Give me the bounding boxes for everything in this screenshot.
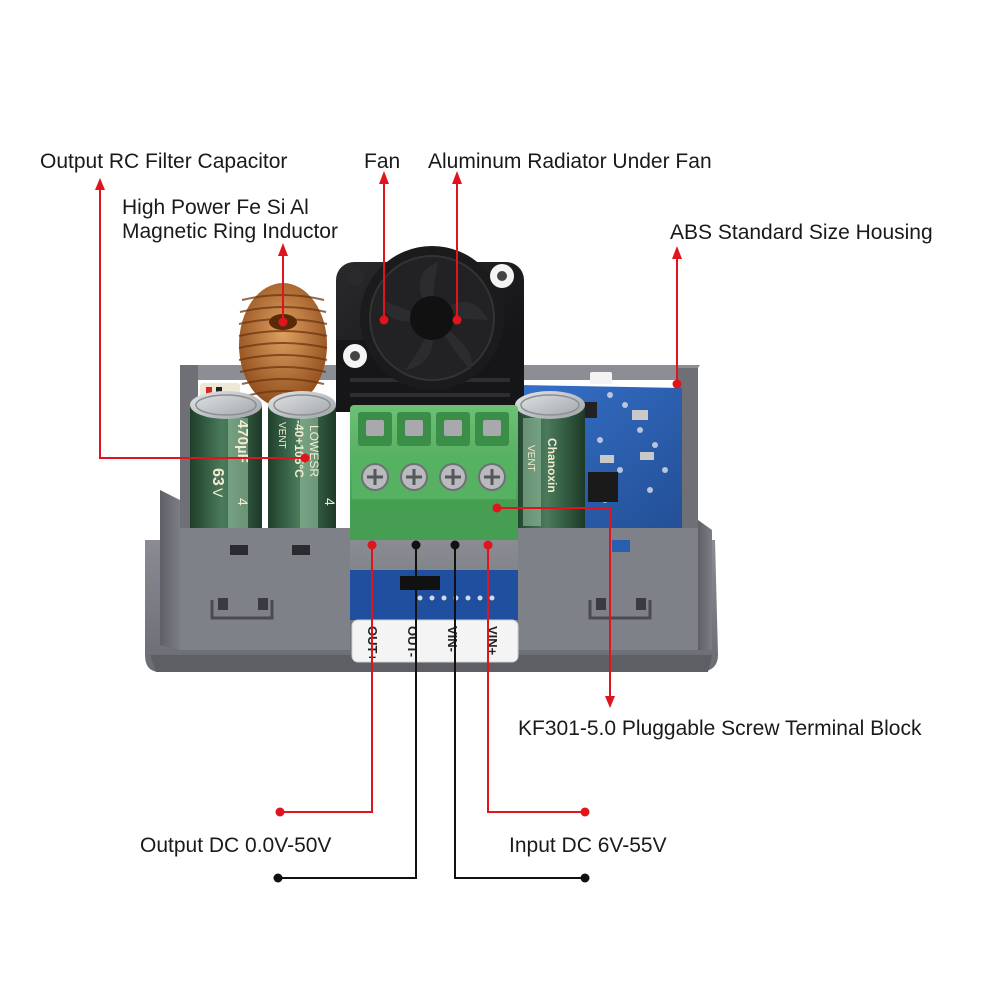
label-aluminum-radiator: Aluminum Radiator Under Fan xyxy=(428,150,712,173)
leader-output-dc-red xyxy=(280,545,373,813)
label-terminal-block: KF301-5.0 Pluggable Screw Terminal Block xyxy=(518,717,922,740)
capacitor-icon xyxy=(190,391,585,535)
cap-left-marking-1: 470µF xyxy=(234,420,251,463)
fan-icon xyxy=(336,246,524,412)
cap-left-marking-2: V xyxy=(210,488,226,498)
leader-input-dc-black xyxy=(454,545,585,879)
coil-icon xyxy=(200,283,328,407)
terminal-label-out-minus: OUT- xyxy=(405,626,420,657)
screw-terminal-icon xyxy=(350,405,518,570)
leader-output-rc-filter-capacitor xyxy=(99,188,305,459)
terminal-label-vin-minus: VIN- xyxy=(445,626,460,652)
leader-terminal-block xyxy=(497,507,611,698)
cap-middle-marking-0: VENT xyxy=(276,422,287,449)
cap-middle-marking-1: -40+105°C xyxy=(292,420,306,478)
label-output-dc: Output DC 0.0V-50V xyxy=(140,834,332,857)
cap-right-marking-0: VENT xyxy=(525,445,536,472)
abs-housing xyxy=(145,490,718,672)
label-fan: Fan xyxy=(364,150,401,173)
label-output-rc-filter-capacitor: Output RC Filter Capacitor xyxy=(40,150,288,173)
leader-dots xyxy=(273,315,682,883)
leader-arrowheads xyxy=(95,171,682,708)
leader-input-dc-red xyxy=(487,545,585,813)
label-abs-housing: ABS Standard Size Housing xyxy=(670,221,933,244)
leader-output-dc-black xyxy=(278,545,417,879)
label-inductor-line1: High Power Fe Si Al xyxy=(122,196,309,219)
label-input-dc: Input DC 6V-55V xyxy=(509,834,667,857)
cap-middle-marking-3: 4 xyxy=(322,498,338,506)
capacitor-markings: 63 470µF V 4 VENT -40+105°C LOWESR 4 VEN… xyxy=(209,420,559,506)
cap-middle-marking-2: LOWESR xyxy=(307,425,321,477)
cap-left-marking-0: 63 xyxy=(209,468,226,486)
leader-lines xyxy=(99,180,678,879)
cap-right-marking-1: Chanoxin xyxy=(545,438,559,493)
cap-left-marking-3: 4 xyxy=(235,498,251,506)
label-inductor-line2: Magnetic Ring Inductor xyxy=(122,220,338,243)
